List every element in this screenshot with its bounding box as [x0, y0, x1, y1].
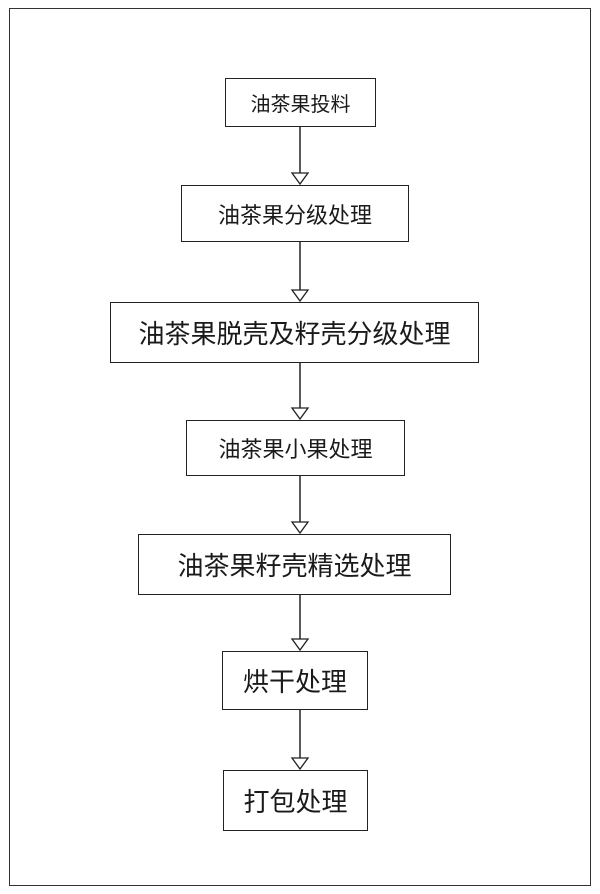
arrow-down-icon: [290, 363, 310, 421]
step-shelling-label: 油茶果脱壳及籽壳分级处理: [138, 320, 451, 350]
arrow-3: [290, 363, 310, 421]
step-packing: 打包处理: [223, 770, 368, 831]
arrow-down-icon: [290, 242, 310, 303]
arrow-down-icon: [290, 476, 310, 535]
step-packing-label: 打包处理: [243, 788, 348, 818]
arrow-6: [290, 710, 310, 771]
step-drying: 烘干处理: [222, 651, 368, 710]
arrow-down-icon: [290, 710, 310, 771]
step-selection-label: 油茶果籽壳精选处理: [177, 552, 412, 582]
arrow-4: [290, 476, 310, 535]
step-grading-label: 油茶果分级处理: [217, 203, 372, 229]
step-feeding-label: 油茶果投料: [250, 92, 351, 116]
step-selection: 油茶果籽壳精选处理: [138, 534, 451, 595]
arrow-5: [290, 595, 310, 652]
step-drying-label: 烘干处理: [242, 668, 347, 698]
diagram-frame: [9, 8, 591, 886]
arrow-down-icon: [290, 127, 310, 186]
step-shelling: 油茶果脱壳及籽壳分级处理: [110, 302, 479, 363]
step-small-fruit: 油茶果小果处理: [186, 420, 405, 476]
step-small-fruit-label: 油茶果小果处理: [218, 438, 373, 463]
arrow-1: [290, 127, 310, 186]
step-feeding: 油茶果投料: [225, 78, 376, 127]
arrow-2: [290, 242, 310, 303]
arrow-down-icon: [290, 595, 310, 652]
step-grading: 油茶果分级处理: [181, 185, 409, 242]
